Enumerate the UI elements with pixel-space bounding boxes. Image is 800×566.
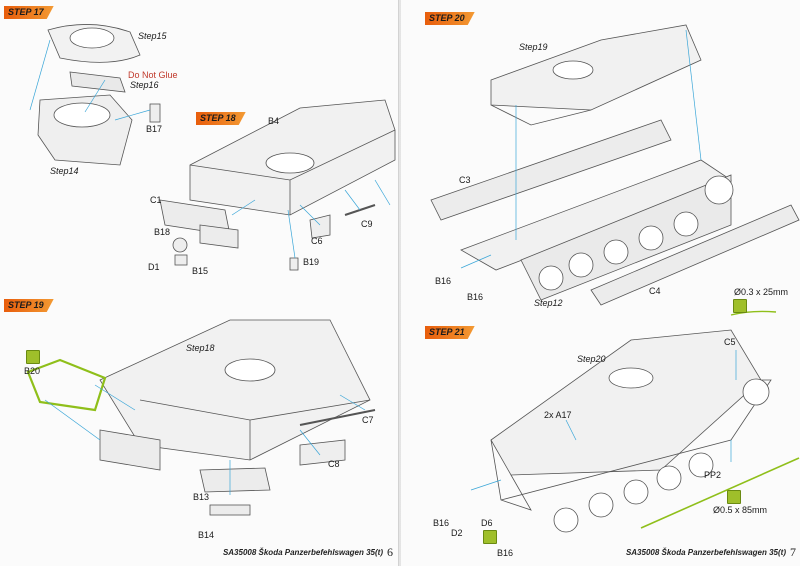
step20-superstructure-drawing: [490, 24, 702, 126]
label-step20: Step20: [577, 354, 606, 364]
label-b16-step21-b: B16: [497, 548, 514, 558]
short-wire: [730, 310, 777, 316]
step21-tank-drawing: [490, 329, 772, 533]
label-c4: C4: [649, 286, 661, 296]
label-c1: C1: [150, 195, 162, 205]
label-b14: B14: [198, 530, 215, 540]
label-step15: Step15: [138, 31, 167, 41]
left-page-drawings: [26, 24, 396, 516]
label-step12: Step12: [534, 298, 563, 308]
label-b16-step20-b: B16: [467, 292, 484, 302]
step20-track-drawing: [430, 119, 800, 306]
label-d1: D1: [148, 262, 160, 272]
label-d6: D6: [481, 518, 493, 528]
label-c3: C3: [459, 175, 471, 185]
long-wire: [640, 457, 800, 529]
label-pp2: PP2: [704, 470, 722, 480]
label-c8: C8: [328, 459, 340, 469]
glue-icon: [26, 350, 40, 364]
left-footer-title: SA35008 Škoda Panzerbefehlswagen 35(t): [222, 548, 383, 557]
label-c6: C6: [311, 236, 323, 246]
b20-wire-loop: [26, 358, 107, 412]
label-c5: C5: [724, 337, 736, 347]
right-footer: SA35008 Škoda Panzerbefehlswagen 35(t) 7: [626, 545, 796, 560]
right-page-number: 7: [790, 545, 796, 559]
step-19-tag: STEP 19: [4, 299, 54, 312]
step-17-tag: STEP 17: [4, 6, 54, 19]
step-18-tag: STEP 18: [196, 112, 246, 125]
right-footer-title: SA35008 Škoda Panzerbefehlswagen 35(t): [625, 548, 786, 557]
label-d2: D2: [451, 528, 463, 538]
wire-cut-icon: [733, 299, 747, 313]
label-wire-short: Ø0.3 x 25mm: [734, 287, 789, 297]
label-b19: B19: [303, 257, 320, 267]
label-step18: Step18: [186, 343, 215, 353]
label-step14: Step14: [50, 166, 79, 176]
label-step19: Step19: [519, 42, 548, 52]
right-page-drawings: [430, 24, 800, 533]
step-20-tag: STEP 20: [425, 12, 475, 25]
label-wire-long: Ø0.5 x 85mm: [713, 505, 768, 515]
label-c7: C7: [362, 415, 374, 425]
label-do-not-glue: Do Not Glue: [128, 70, 178, 80]
step18-hull-drawing: [159, 99, 396, 271]
step-21-tag: STEP 21: [425, 326, 475, 339]
label-b4: B4: [268, 116, 280, 126]
left-page: STEP 17 Step15 Do Not Glue Step16 B17 St…: [0, 0, 399, 566]
label-b15: B15: [192, 266, 209, 276]
wire-cut-icon-2: [727, 490, 741, 504]
label-c9: C9: [361, 219, 373, 229]
label-2x-a17: 2x A17: [544, 410, 572, 420]
left-page-number: 6: [387, 545, 393, 559]
step19-hull-drawing: [99, 319, 376, 516]
label-b16-step20-a: B16: [435, 276, 452, 286]
label-b17: B17: [146, 124, 163, 134]
label-step16: Step16: [130, 80, 159, 90]
left-footer: SA35008 Škoda Panzerbefehlswagen 35(t) 6: [223, 545, 393, 560]
label-b20: B20: [24, 366, 41, 376]
step17-turret-drawing: [37, 24, 161, 166]
right-page: STEP 20 Step19 C3 B16 B16 Step12 C4 STEP…: [401, 0, 800, 566]
page-gutter: [398, 0, 402, 566]
glue-icon-2: [483, 530, 497, 544]
label-b16-step21-a: B16: [433, 518, 450, 528]
label-b13: B13: [193, 492, 210, 502]
label-b18: B18: [154, 227, 171, 237]
